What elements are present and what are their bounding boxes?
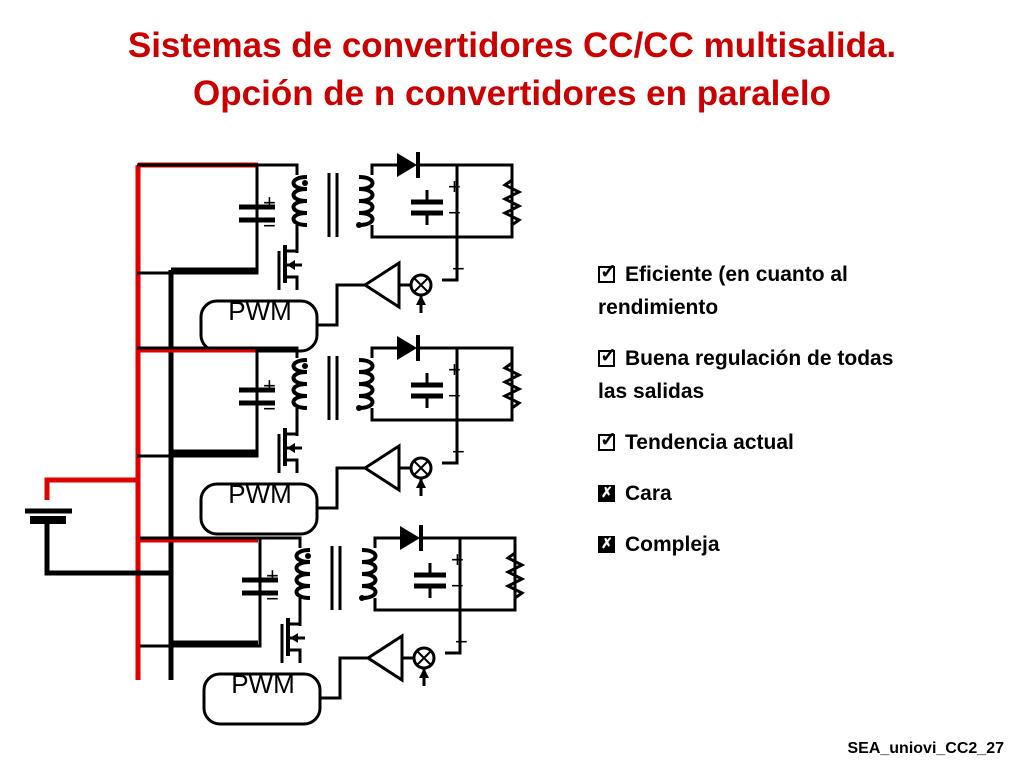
list-item-text: Cara bbox=[625, 482, 672, 505]
pwm-label-2: PWM bbox=[228, 479, 292, 509]
plus-sign: + bbox=[263, 190, 276, 215]
list-item: ✓ Tendencia actual bbox=[598, 426, 988, 459]
checkbox-crossed-icon: ✗ bbox=[598, 485, 615, 502]
checkbox-checked-icon: ✓ bbox=[598, 261, 617, 283]
checkbox-crossed-icon: ✗ bbox=[598, 536, 615, 553]
feedback-minus-sign: − bbox=[452, 439, 465, 464]
list-item: ✗ Cara bbox=[598, 477, 988, 510]
list-item: ✓ Buena regulación de todas las salidas bbox=[598, 342, 988, 408]
minus-sign: − bbox=[266, 586, 279, 611]
converter-stage-1 bbox=[137, 152, 519, 351]
feature-list: ✓ Eficiente (en cuanto al rendimiento ✓ Bu… bbox=[598, 258, 988, 579]
minus-sign: − bbox=[448, 383, 461, 408]
slide-title-line-2: Opción de n convertidores en paralelo bbox=[193, 74, 831, 113]
checkbox-checked-icon: ✓ bbox=[598, 345, 617, 367]
converter-stage-3 bbox=[140, 525, 522, 724]
pwm-label-3: PWM bbox=[231, 669, 295, 699]
plus-sign: + bbox=[263, 373, 276, 398]
list-item-text-continued: las salidas bbox=[598, 380, 705, 403]
list-item: ✗ Compleja bbox=[598, 528, 988, 561]
pwm-label-1: PWM bbox=[228, 296, 292, 326]
slide-title-line-1: Sistemas de convertidores CC/CC multisal… bbox=[127, 26, 897, 65]
slide-footer: SEA_uniovi_CC2_27 bbox=[847, 740, 1004, 757]
feedback-minus-sign: − bbox=[452, 256, 465, 281]
minus-sign: − bbox=[451, 573, 464, 598]
parallel-converters-diagram: PWM PWM PWM + − + − − + − + − − + − + − … bbox=[25, 0, 580, 768]
list-item-text: Compleja bbox=[625, 533, 720, 556]
plus-sign: + bbox=[451, 547, 464, 572]
minus-sign: − bbox=[263, 396, 276, 421]
minus-sign: − bbox=[263, 213, 276, 238]
feedback-minus-sign: − bbox=[455, 629, 468, 654]
plus-sign: + bbox=[448, 357, 461, 382]
converter-stage-2 bbox=[137, 335, 519, 534]
plus-sign: + bbox=[266, 563, 279, 588]
list-item-text: Buena regulación de todas bbox=[625, 347, 894, 370]
minus-sign: − bbox=[448, 200, 461, 225]
list-item-text-continued: rendimiento bbox=[598, 296, 719, 319]
list-item-text: Eficiente (en cuanto al bbox=[625, 263, 848, 286]
list-item: ✓ Eficiente (en cuanto al rendimiento bbox=[598, 258, 988, 324]
list-item-text: Tendencia actual bbox=[625, 431, 794, 454]
plus-sign: + bbox=[448, 174, 461, 199]
slide-title: Sistemas de convertidores CC/CC multisal… bbox=[0, 22, 1024, 118]
checkbox-checked-icon: ✓ bbox=[598, 429, 617, 451]
